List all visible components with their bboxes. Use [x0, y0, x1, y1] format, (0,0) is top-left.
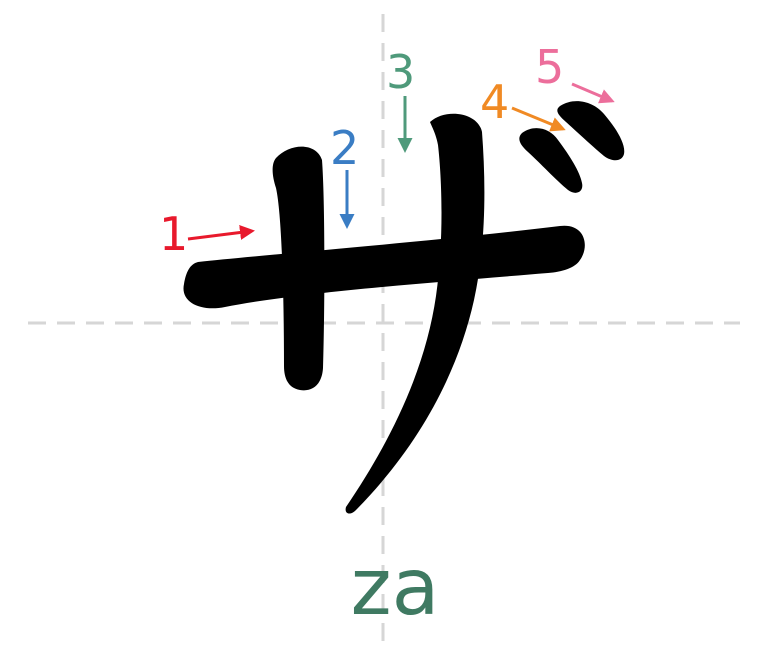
romaji-label: za [351, 543, 440, 633]
stroke-number-2: 2 [330, 121, 359, 175]
stroke-number-3: 3 [386, 45, 415, 99]
kana-glyph [183, 101, 625, 514]
glyph-stroke-5 [557, 101, 625, 161]
stroke-5-arrow [571, 82, 615, 104]
stroke-4-arrow [511, 106, 566, 132]
glyph-stroke-4 [519, 128, 583, 193]
glyph-stroke-3 [345, 113, 485, 514]
glyph-stroke-2 [272, 146, 325, 391]
stroke-number-5: 5 [535, 40, 564, 94]
stroke-number-4: 4 [480, 75, 509, 129]
stroke-1-arrow [187, 225, 255, 241]
stroke-number-1: 1 [159, 207, 188, 261]
glyph-stroke-1 [183, 225, 585, 309]
